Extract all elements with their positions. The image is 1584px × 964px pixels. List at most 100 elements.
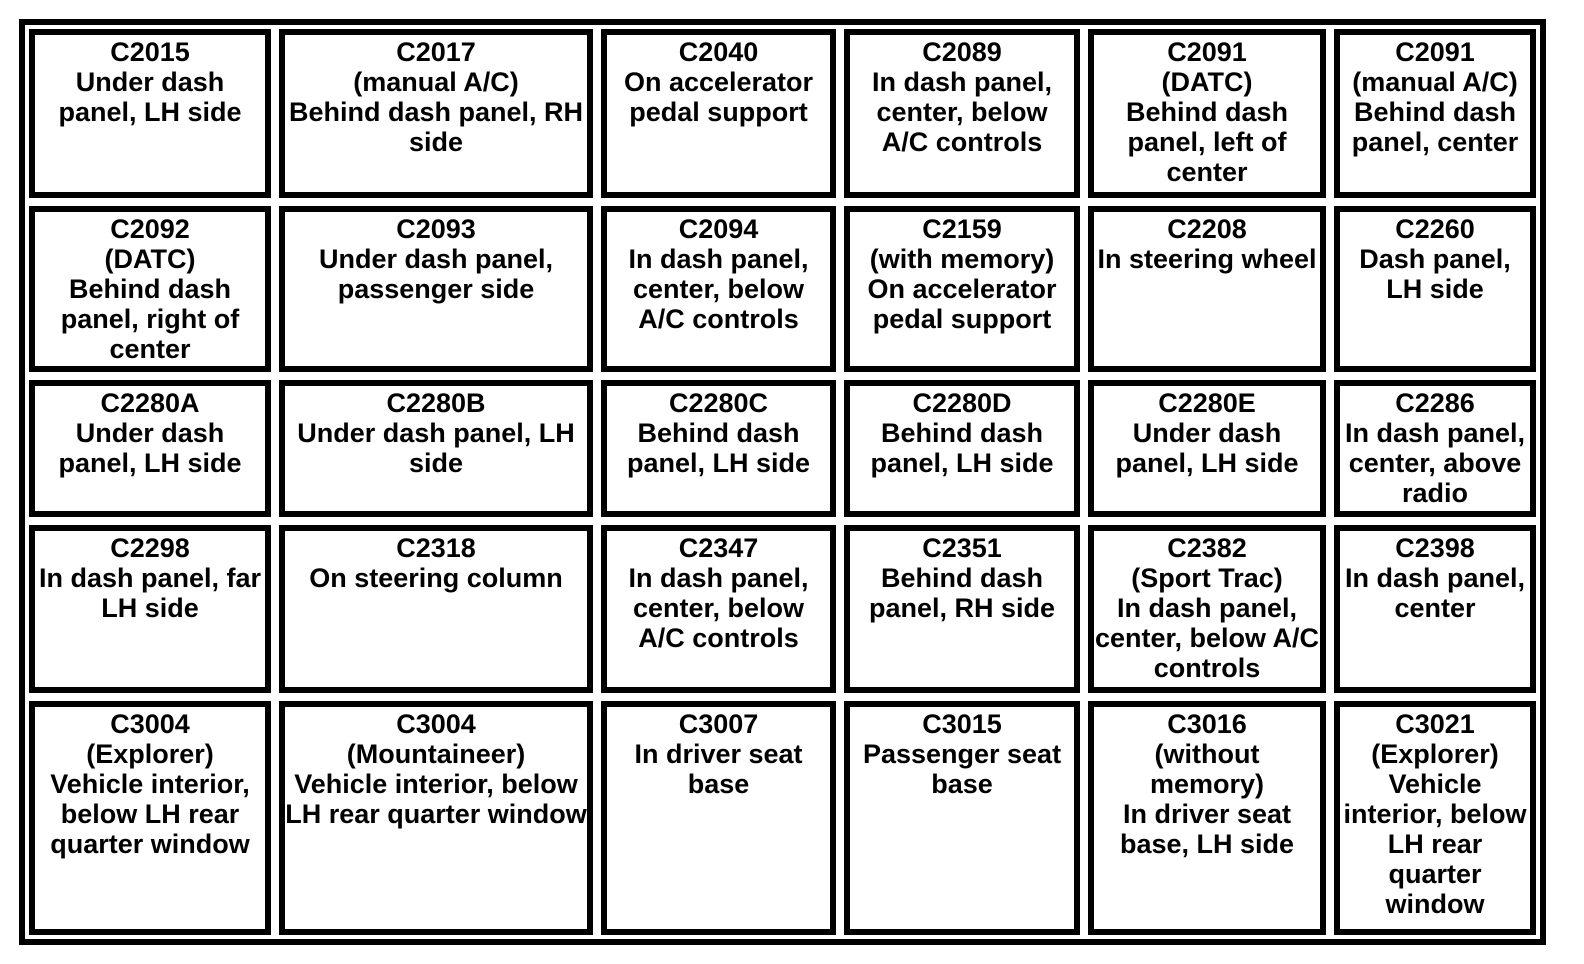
connector-cell-c2318: C2318 On steering column — [279, 525, 593, 693]
connector-location: Vehicle interior, below LH rear quarter … — [1343, 769, 1527, 919]
connector-location: Passenger seat base — [862, 739, 1062, 799]
connector-cell-c2351: C2351 Behind dash panel, RH side — [844, 525, 1080, 693]
connector-id: C2091 — [1167, 37, 1247, 67]
connector-cell-c2280e: C2280E Under dash panel, LH side — [1088, 380, 1326, 517]
connector-location: Behind dash panel, LH side — [626, 418, 811, 478]
connector-cell-c2347: C2347 In dash panel, center, below A/C c… — [601, 525, 836, 693]
connector-id: C2280A — [100, 388, 200, 418]
connector-location: In driver seat base — [634, 739, 803, 799]
connector-cell-c2159: C2159 (with memory) On accelerator pedal… — [844, 206, 1080, 372]
connector-id: C3021 — [1395, 709, 1475, 739]
connector-cell-c2280a: C2280A Under dash panel, LH side — [29, 380, 271, 517]
connector-location: In driver seat base, LH side — [1119, 799, 1295, 859]
connector-location: Behind dash panel, RH side — [868, 563, 1056, 623]
connector-location: On accelerator pedal support — [623, 67, 814, 127]
connector-id: C2398 — [1395, 533, 1475, 563]
connector-id: C2208 — [1167, 214, 1247, 244]
connector-variant: (Explorer) — [1371, 739, 1499, 769]
connector-cell-c3004-explorer: C3004 (Explorer) Vehicle interior, below… — [29, 701, 271, 935]
connector-id: C2159 — [922, 214, 1002, 244]
connector-id: C2347 — [678, 533, 759, 563]
connector-variant: (manual A/C) — [353, 67, 519, 97]
connector-location: In dash panel, center, below A/C control… — [628, 563, 809, 653]
connector-cell-c2040: C2040 On accelerator pedal support — [601, 29, 836, 198]
connector-location: On steering column — [309, 563, 563, 593]
connector-id: C2382 — [1167, 533, 1247, 563]
connector-id: C2280E — [1158, 388, 1256, 418]
connector-cell-c2260: C2260 Dash panel, LH side — [1334, 206, 1536, 372]
connector-location: Behind dash panel, RH side — [288, 97, 584, 157]
connector-cell-c2017: C2017 (manual A/C) Behind dash panel, RH… — [279, 29, 593, 198]
connector-cell-c2091-manual-ac: C2091 (manual A/C) Behind dash panel, ce… — [1334, 29, 1536, 198]
connector-location: Behind dash panel, LH side — [870, 418, 1054, 478]
connector-id: C2094 — [678, 214, 759, 244]
connector-location: Dash panel, LH side — [1359, 244, 1511, 304]
connector-location: Behind dash panel, right of center — [60, 274, 240, 364]
connector-variant: (with memory) — [869, 244, 1055, 274]
connector-location: In dash panel, center — [1344, 563, 1526, 623]
connector-id: C2040 — [678, 37, 759, 67]
connector-variant: (manual A/C) — [1352, 67, 1518, 97]
connector-cell-c3004-mountaineer: C3004 (Mountaineer) Vehicle interior, be… — [279, 701, 593, 935]
connector-id: C2093 — [396, 214, 476, 244]
connector-id: C2280B — [386, 388, 486, 418]
connector-cell-c2280c: C2280C Behind dash panel, LH side — [601, 380, 836, 517]
connector-cell-c2286: C2286 In dash panel, center, above radio — [1334, 380, 1536, 517]
connector-location: Under dash panel, LH side — [297, 418, 575, 478]
connector-id: C2280C — [668, 388, 769, 418]
connector-id: C2092 — [110, 214, 190, 244]
connector-id: C2351 — [922, 533, 1002, 563]
connector-variant: (DATC) — [104, 244, 196, 274]
connector-id: C2260 — [1395, 214, 1475, 244]
connector-id: C2318 — [396, 533, 476, 563]
connector-cell-c2093: C2093 Under dash panel, passenger side — [279, 206, 593, 372]
connector-variant: (DATC) — [1161, 67, 1253, 97]
connector-cell-c2298: C2298 In dash panel, far LH side — [29, 525, 271, 693]
connector-variant: (Explorer) — [86, 739, 214, 769]
connector-variant: (Sport Trac) — [1131, 563, 1283, 593]
connector-location: In dash panel, center, below A/C control… — [628, 244, 809, 334]
connector-cell-c2398: C2398 In dash panel, center — [1334, 525, 1536, 693]
connector-id: C2017 — [396, 37, 476, 67]
connector-cell-c2015: C2015 Under dash panel, LH side — [29, 29, 271, 198]
connector-id: C3004 — [110, 709, 190, 739]
connector-variant: (without memory) — [1149, 739, 1265, 799]
connector-id: C2286 — [1395, 388, 1475, 418]
connector-cell-c3015: C3015 Passenger seat base — [844, 701, 1080, 935]
connector-id: C2089 — [922, 37, 1002, 67]
connector-cell-c2094: C2094 In dash panel, center, below A/C c… — [601, 206, 836, 372]
connector-cell-c2382: C2382 (Sport Trac) In dash panel, center… — [1088, 525, 1326, 693]
connector-id: C2298 — [110, 533, 190, 563]
connector-location: In dash panel, center, below A/C control… — [1094, 593, 1320, 683]
connector-variant: (Mountaineer) — [346, 739, 526, 769]
connector-id: C2280D — [912, 388, 1012, 418]
connector-location: Under dash panel, LH side — [58, 67, 242, 127]
connector-cell-c2089: C2089 In dash panel, center, below A/C c… — [844, 29, 1080, 198]
connector-id: C2091 — [1395, 37, 1475, 67]
connector-cell-c2092: C2092 (DATC) Behind dash panel, right of… — [29, 206, 271, 372]
connector-location: In steering wheel — [1097, 244, 1317, 274]
connector-location: In dash panel, center, above radio — [1344, 418, 1526, 508]
connector-id: C3015 — [922, 709, 1002, 739]
connector-cell-c3021: C3021 (Explorer) Vehicle interior, below… — [1334, 701, 1536, 935]
connector-location: Behind dash panel, left of center — [1125, 97, 1288, 187]
connector-location: Under dash panel, passenger side — [318, 244, 554, 304]
connector-id: C3007 — [678, 709, 759, 739]
connector-location-table: C2015 Under dash panel, LH side C2017 (m… — [19, 19, 1546, 945]
connector-location: In dash panel, far LH side — [38, 563, 262, 623]
connector-cell-c2280d: C2280D Behind dash panel, LH side — [844, 380, 1080, 517]
connector-location: Vehicle interior, below LH rear quarter … — [50, 769, 250, 859]
connector-location: Behind dash panel, center — [1351, 97, 1519, 157]
connector-id: C3004 — [396, 709, 476, 739]
connector-location: On accelerator pedal support — [867, 274, 1057, 334]
connector-id: C2015 — [110, 37, 190, 67]
connector-location: Vehicle interior, below LH rear quarter … — [285, 769, 587, 829]
connector-location: In dash panel, center, below A/C control… — [871, 67, 1053, 157]
connector-location: Under dash panel, LH side — [58, 418, 242, 478]
connector-cell-c3016: C3016 (without memory) In driver seat ba… — [1088, 701, 1326, 935]
connector-id: C3016 — [1167, 709, 1247, 739]
connector-cell-c2208: C2208 In steering wheel — [1088, 206, 1326, 372]
connector-cell-c2091-datc: C2091 (DATC) Behind dash panel, left of … — [1088, 29, 1326, 198]
connector-cell-c3007: C3007 In driver seat base — [601, 701, 836, 935]
connector-location: Under dash panel, LH side — [1115, 418, 1299, 478]
